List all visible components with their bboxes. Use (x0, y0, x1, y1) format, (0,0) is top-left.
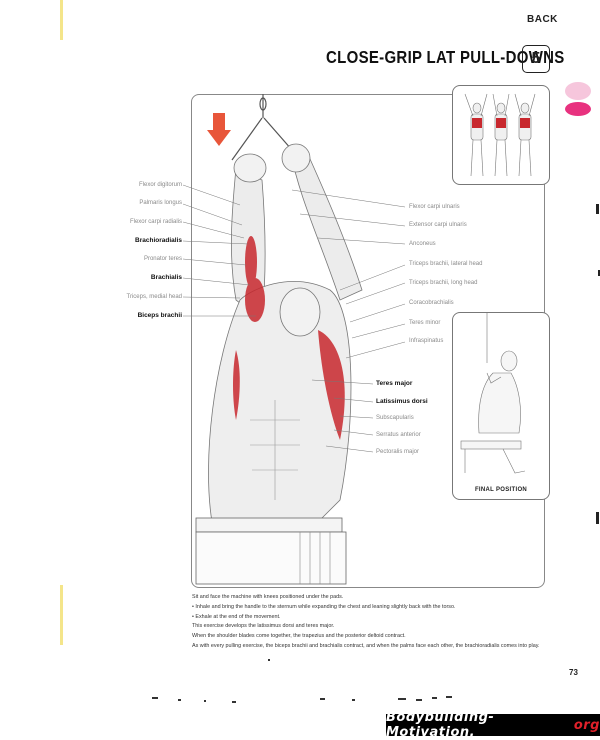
label-triceps-medial-head: Triceps, medial head (126, 294, 182, 300)
label-flexor-carpi-ulnaris: Flexor carpi ulnaris (409, 204, 460, 210)
mini-figures-illustration (464, 93, 536, 177)
chapter-badge: 5 (522, 45, 550, 73)
instructions: Sit and face the machine with knees posi… (192, 593, 552, 652)
label-anconeus: Anconeus (409, 241, 436, 247)
watermark: Bodybuilding-Motivation.org (386, 710, 600, 740)
instruction-line: Sit and face the machine with knees posi… (192, 594, 344, 600)
leader-lines-right (291, 189, 406, 453)
label-teres-minor: Teres minor (409, 320, 441, 326)
label-latissimus-dorsi: Latissimus dorsi (376, 398, 428, 405)
label-brachioradialis: Brachioradialis (135, 237, 182, 244)
scan-mark (598, 270, 600, 276)
instruction-line: This exercise develops the latissimus do… (192, 623, 335, 630)
watermark-tld: org (573, 717, 600, 733)
page-number: 73 (569, 668, 578, 677)
label-serratus-anterior: Serratus anterior (376, 432, 421, 438)
label-pronator-teres: Pronator teres (143, 256, 182, 262)
instruction-line: When the shoulder blades come together, … (192, 633, 406, 640)
final-position-label: FINAL POSITION (474, 487, 528, 493)
label-triceps-lateral-head: Triceps brachii, lateral head (409, 261, 483, 267)
direction-arrow-icon (207, 113, 231, 146)
tab-marker-light (565, 82, 591, 100)
final-position-illustration (460, 313, 526, 474)
label-biceps-brachii: Biceps brachii (137, 312, 182, 319)
label-triceps-long-head: Triceps brachii, long head (409, 280, 478, 286)
instruction-line: • Exhale at the end of the movement. (192, 613, 281, 620)
label-palmaris-longus: Palmaris longus (139, 200, 182, 206)
tab-marker-dark (565, 102, 591, 116)
label-flexor-digitorum: Flexor digitorum (138, 182, 182, 188)
label-extensor-carpi-ulnaris: Extensor carpi ulnaris (409, 222, 467, 228)
scan-mark (596, 512, 599, 524)
label-coracobrachialis: Coracobrachialis (409, 300, 454, 306)
page-title: CLOSE-GRIP LAT PULL-DOWNS (326, 48, 565, 68)
label-infraspinatus: Infraspinatus (409, 338, 444, 344)
label-flexor-carpi-radialis: Flexor carpi radialis (129, 219, 182, 225)
label-pectoralis-major: Pectoralis major (376, 449, 420, 455)
instruction-line: As with every pulling exercise, the bice… (192, 642, 540, 649)
scan-mark (596, 204, 599, 214)
label-teres-major: Teres major (376, 380, 413, 387)
label-subscapularis: Subscapularis (376, 415, 414, 421)
brachioradialis-muscle (245, 236, 257, 288)
muscle-views-inset (452, 85, 550, 185)
final-position-inset: FINAL POSITION (452, 312, 550, 500)
label-brachialis: Brachialis (150, 274, 182, 281)
scan-highlight (60, 585, 63, 645)
section-label: BACK (527, 14, 558, 25)
instruction-line: • Inhale and bring the handle to the ste… (192, 603, 456, 610)
scan-highlight (60, 0, 63, 40)
leader-lines-left (182, 184, 256, 317)
